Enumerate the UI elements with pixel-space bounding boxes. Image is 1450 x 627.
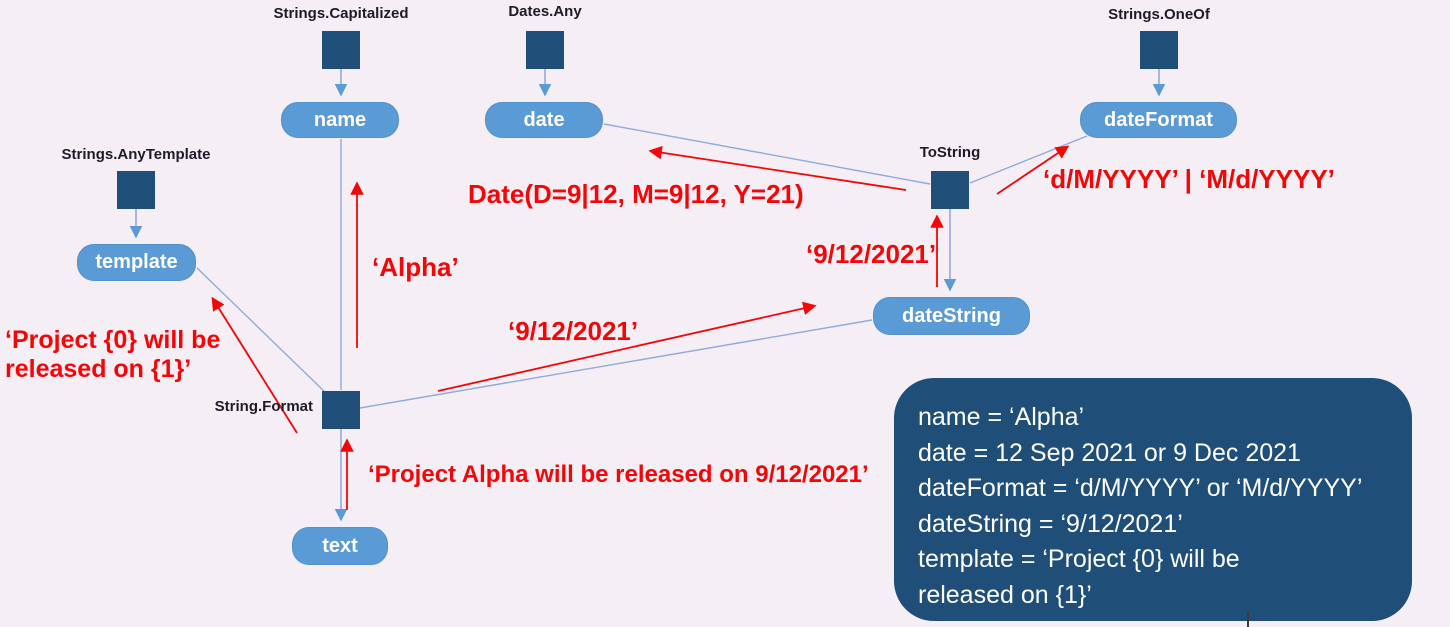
node-text: text <box>292 527 388 565</box>
annotation-text-value: ‘Project Alpha will be released on 9/12/… <box>368 461 869 488</box>
node-name: name <box>281 102 399 138</box>
generator-strings-oneof-square <box>1140 31 1178 69</box>
generator-strings-oneof-label: Strings.OneOf <box>1108 6 1210 23</box>
generator-strings-anytemplate-label: Strings.AnyTemplate <box>61 146 211 163</box>
generator-string-format-square <box>322 391 360 429</box>
node-date: date <box>485 102 603 138</box>
generator-strings-anytemplate-square <box>117 171 155 209</box>
cursor-mark <box>1247 612 1249 627</box>
annotation-template-value: ‘Project {0} will be released on {1}’ <box>5 326 221 383</box>
annotation-date-string-value-near-tostring: ‘9/12/2021’ <box>806 239 937 269</box>
result-line-date-string: dateString = ‘9/12/2021’ <box>918 509 1183 538</box>
result-line-name: name = ‘Alpha’ <box>918 403 1085 431</box>
generator-tostring-square <box>931 171 969 209</box>
generator-strings-capitalized-label: Strings.Capitalized <box>273 5 409 22</box>
generator-string-format-label: String.Format <box>214 398 313 415</box>
generator-strings-capitalized-square <box>322 31 360 69</box>
annotation-date-format-value: ‘d/M/YYYY’ | ‘M/d/YYYY’ <box>1043 164 1335 194</box>
node-date-format: dateFormat <box>1080 102 1237 138</box>
generator-dates-any-square <box>526 31 564 69</box>
result-line-date: date = 12 Sep 2021 or 9 Dec 2021 <box>918 438 1301 467</box>
node-date-string: dateString <box>873 297 1030 335</box>
result-box: name = ‘Alpha’ date = 12 Sep 2021 or 9 D… <box>894 378 1412 621</box>
generator-tostring-label: ToString <box>919 144 981 161</box>
result-line-template: template = ‘Project {0} will be <box>918 545 1240 573</box>
result-line-template-cont: released on {1}’ <box>918 580 1092 609</box>
node-template: template <box>77 244 196 281</box>
annotation-date-value: Date(D=9|12, M=9|12, Y=21) <box>468 179 804 209</box>
annotation-name-value: ‘Alpha’ <box>372 252 459 282</box>
result-line-date-format: dateFormat = ‘d/M/YYYY’ or ‘M/d/YYYY’ <box>918 474 1363 502</box>
annotation-date-string-value-mid: ‘9/12/2021’ <box>508 316 639 346</box>
generator-dates-any-label: Dates.Any <box>508 3 582 20</box>
